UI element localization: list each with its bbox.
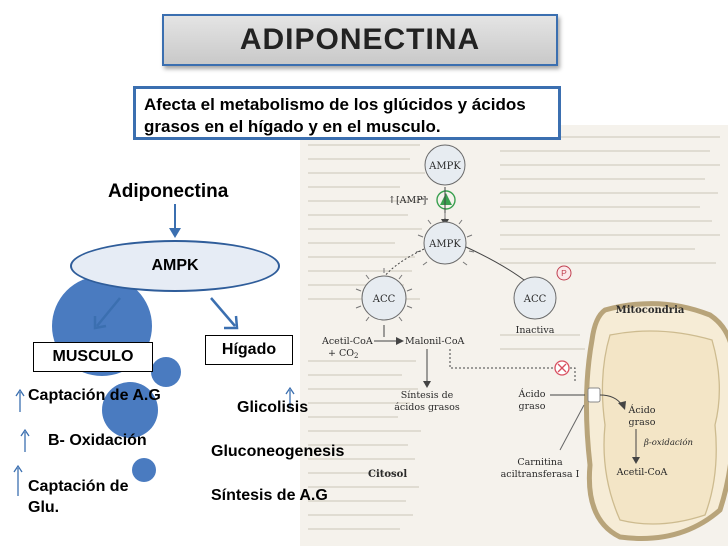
up-arrow-icon	[20, 428, 30, 452]
activation-triangle-icon	[440, 193, 452, 205]
ampk-label: AMPK	[151, 257, 199, 274]
fa-synthesis-label: Síntesis de	[401, 390, 454, 401]
higado-label: Hígado	[221, 341, 277, 358]
svg-text:ácidos grasos: ácidos grasos	[394, 402, 460, 413]
title-banner: ADIPONECTINA	[162, 14, 558, 66]
cytosol-label: Citosol	[368, 469, 407, 480]
musculo-label: MUSCULO	[52, 348, 134, 365]
arrow-down-ampk	[169, 204, 181, 238]
up-arrow-icon	[15, 388, 25, 412]
muscle-effect-2: B- Oxidación	[48, 432, 147, 449]
mito-fatty-acid-label: Ácido	[627, 404, 655, 416]
mitochondria-label: Mitocondria	[616, 305, 685, 316]
description-box: Afecta el metabolismo de los glúcidos y …	[133, 86, 561, 140]
acetyl-coa-co2-label: + CO2	[328, 348, 359, 360]
malonyl-coa-label: Malonil-CoA	[405, 336, 465, 347]
muscle-effect-1: Captación de A.G	[28, 387, 161, 404]
up-arrow-icon	[285, 386, 295, 408]
beta-oxidation-label: β-oxidación	[643, 437, 693, 448]
background-text-texture	[308, 136, 720, 530]
svg-text:graso: graso	[519, 401, 546, 412]
mito-acetyl-coa-label: Acetil-CoA	[616, 467, 668, 478]
ampk-node: AMPK	[70, 240, 280, 292]
musculo-box: MUSCULO	[33, 342, 153, 372]
ampk-pathway-figure: AMPK ↑[AMP] AMPK ACC ACC P Inact	[300, 125, 728, 546]
acc-active-node: ACC	[355, 268, 413, 322]
page-title: ADIPONECTINA	[239, 23, 481, 56]
svg-text:AMPK: AMPK	[428, 161, 461, 172]
svg-text:ACC: ACC	[523, 294, 547, 305]
phosphate-icon	[556, 265, 572, 281]
ampk-inactive-node: AMPK	[424, 144, 466, 186]
liver-effect-2: Gluconeogenesis	[211, 443, 345, 460]
carnitine-label: Carnitina	[517, 457, 563, 468]
liver-effect-1: Glicolisis	[237, 399, 309, 416]
fatty-acid-label: Ácido	[517, 388, 545, 400]
svg-text:Inactiva: Inactiva	[516, 325, 555, 336]
up-arrow-icon	[13, 464, 23, 496]
amp-label: ↑[AMP]	[388, 195, 426, 206]
acetyl-coa-label: Acetil-CoA	[321, 336, 373, 347]
arrow-to-higado	[210, 297, 239, 330]
higado-box: Hígado	[205, 335, 293, 365]
description-text: Afecta el metabolismo de los glúcidos y …	[144, 95, 526, 136]
cpt1-transporter	[587, 387, 601, 403]
svg-text:P: P	[561, 268, 567, 278]
decor-circle-small-1	[151, 357, 181, 387]
mitochondria: Mitocondria	[583, 301, 728, 541]
decor-circle-small-2	[132, 458, 156, 482]
svg-text:ACC: ACC	[372, 294, 396, 305]
svg-text:graso: graso	[629, 417, 656, 428]
svg-text:aciltransferasa I: aciltransferasa I	[501, 469, 580, 480]
decor-circle-medium	[102, 382, 158, 438]
svg-text:AMPK: AMPK	[428, 239, 461, 250]
muscle-effect-3: Captación de Glu.	[28, 478, 129, 516]
ampk-active-node: AMPK	[415, 213, 475, 266]
acc-inactive-node: ACC P Inactiva	[513, 265, 572, 336]
source-label: Adiponectina	[108, 181, 229, 202]
arrow-to-musculo	[93, 297, 121, 330]
liver-effect-3: Síntesis de A.G	[211, 487, 328, 504]
